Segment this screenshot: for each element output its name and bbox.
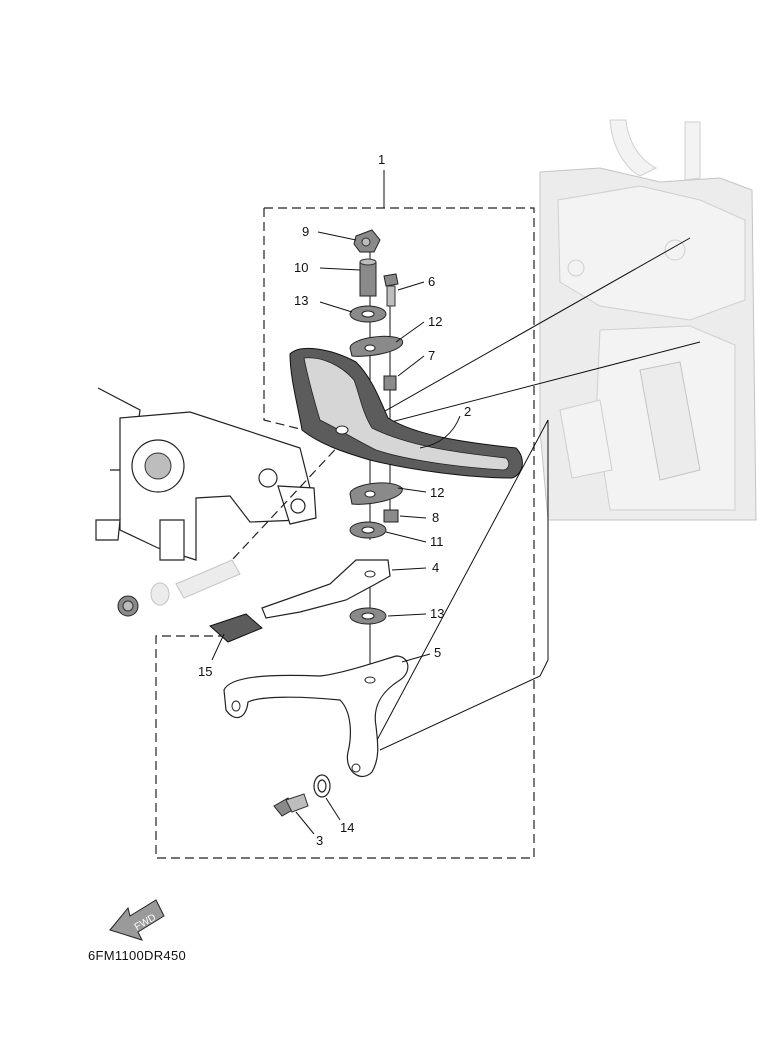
callout-12-upper: 12 xyxy=(428,314,442,329)
part-7-spacer xyxy=(383,375,397,391)
callout-15: 15 xyxy=(198,664,212,679)
part-9-nut xyxy=(353,229,381,253)
part-8-spacer xyxy=(383,509,399,523)
part-5-lever xyxy=(223,655,409,778)
part-10-collar xyxy=(359,258,377,297)
callout-7: 7 xyxy=(428,348,435,363)
part-12-plate-lower xyxy=(349,482,403,505)
part-12-plate-upper xyxy=(349,335,404,357)
part-14-washer xyxy=(313,774,331,798)
callout-9: 9 xyxy=(302,224,309,239)
callout-13-upper: 13 xyxy=(294,293,308,308)
callout-labels: 1 2 3 4 5 6 7 8 9 10 11 12 12 13 13 14 1… xyxy=(198,152,471,848)
loose-parts-left xyxy=(117,559,263,643)
part-13-washer-upper xyxy=(349,305,387,323)
callout-2: 2 xyxy=(464,404,471,419)
part-11-washer xyxy=(349,521,387,539)
part-6-bolt xyxy=(383,273,399,307)
callout-5: 5 xyxy=(434,645,441,660)
callout-1: 1 xyxy=(378,152,385,167)
assembly-boundary xyxy=(155,207,535,859)
diagram-reference-code: 6FM1100DR450 xyxy=(88,948,187,963)
callout-4: 4 xyxy=(432,560,439,575)
callout-8: 8 xyxy=(432,510,439,525)
callout-11: 11 xyxy=(430,534,444,549)
part-3-bolt xyxy=(273,793,309,817)
part-4-plate xyxy=(261,559,391,619)
callout-13-lower: 13 xyxy=(430,606,444,621)
callout-6: 6 xyxy=(428,274,435,289)
fwd-arrow-icon: FWD xyxy=(109,899,165,941)
part-2-bracket xyxy=(289,348,523,479)
callout-10: 10 xyxy=(294,260,308,275)
callout-14: 14 xyxy=(340,820,354,835)
part-13-washer-lower xyxy=(349,607,387,625)
left-mount-outline xyxy=(95,387,317,561)
callout-3: 3 xyxy=(316,833,323,848)
callout-12-lower: 12 xyxy=(430,485,444,500)
callout-leaders xyxy=(211,170,461,835)
engine-background xyxy=(539,119,757,521)
